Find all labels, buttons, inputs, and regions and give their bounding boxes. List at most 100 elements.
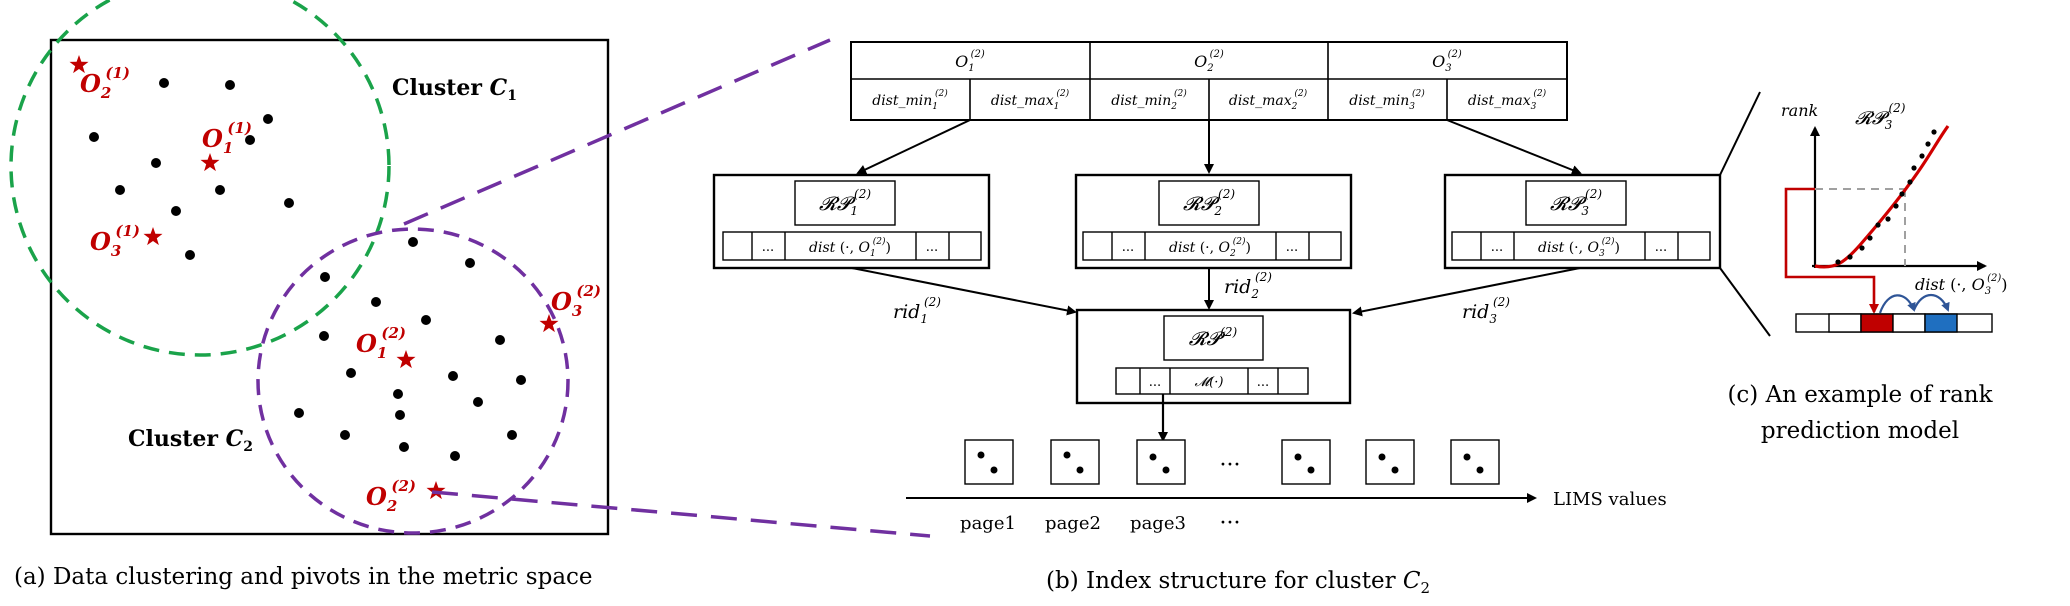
data-point [225,80,235,90]
page-box [1136,439,1186,485]
data-point [346,368,356,378]
rp-model-1-dots-right: ... [926,240,938,255]
table-to-model-arrows [856,119,1582,175]
pivot-star-icon [143,227,163,246]
rid-label-1: rid1(2) [893,295,941,326]
rp-model-1-dots-left: ... [762,240,774,255]
pivot-table: O1(2) O2(2) O3(2) dist_min1(2) dist_max1… [850,41,1568,121]
data-point [320,272,330,282]
data-point [465,258,475,268]
data-point [395,410,405,420]
caption-a: (a) Data clustering and pivots in the me… [14,564,593,590]
pivot-header-3: O3(2) [1432,49,1462,74]
pivot-star-icon [200,153,220,172]
pivot-label-o1-2: O1(2) [356,324,406,362]
rp-model-1-title: 𝓡𝓟1(2) [819,187,871,218]
data-point [399,442,409,452]
caption-b: (b) Index structure for cluster C2 [1046,568,1430,597]
page-label-3: page3 [1130,513,1186,534]
pivot-label-o1-1: O1(1) [202,119,252,157]
data-points [89,78,526,461]
data-point [516,375,526,385]
page-ellipsis: ··· [1220,453,1241,478]
rp-model-top: 𝓡𝓟(2) ... ... 𝓜(·) [1075,308,1352,405]
rp-model-2: 𝓡𝓟2(2) ... ... dist (·, O2(2)) [1074,173,1353,270]
rp-model-2-dots-right: ... [1286,240,1298,255]
data-point [450,451,460,461]
zoom-bracket-top [1719,91,1761,176]
pivot-header-2: O2(2) [1194,49,1224,74]
rp-model-3: 𝓡𝓟3(2) ... ... dist (·, O3(2)) [1443,173,1722,270]
dist-axis-label: dist (·, O3(2)) [1915,273,2008,297]
pivot-label-o2-2: O2(2) [366,477,416,515]
data-point [159,78,169,88]
model-to-top-arrows [851,267,1581,317]
data-point [473,397,483,407]
lims-axis-label: LIMS values [1553,489,1667,510]
data-point [171,206,181,216]
data-point [371,297,381,307]
rank-curve [1814,125,1950,269]
data-point [151,158,161,168]
dist-min-2-cell: dist_min2(2) [1111,88,1187,112]
rp-model-1-dist-cell: dist (·, O1(2)) [809,236,891,259]
data-point [340,430,350,440]
zoom-bracket-bottom [1719,267,1771,337]
caption-c-line2: prediction model [1761,418,1959,444]
rp-model-3-dots-left: ... [1491,240,1503,255]
rid-label-2: rid2(2) [1224,270,1272,301]
dist-min-3-cell: dist_min3(2) [1349,88,1425,112]
pivot-header-1: O1(2) [955,49,985,74]
page-box [1365,439,1415,485]
scatter-points [1835,129,1937,265]
data-point [294,408,304,418]
rp3-model-label: 𝓡𝓟3(2) [1855,101,1906,132]
dist-max-1-cell: dist_max1(2) [991,88,1070,112]
pivot-label-o2-1: O2(1) [80,64,130,102]
page-label-ellipsis: ··· [1220,511,1241,536]
search-arrow-1 [1878,294,1916,314]
pivot-star-icon [426,481,446,500]
panel-b: O1(2) O2(2) O3(2) dist_min1(2) dist_max1… [712,41,1722,597]
pivot-star-icon [396,350,416,369]
caption-c-line1: (c) An example of rank [1727,382,1993,408]
dist-max-3-cell: dist_max3(2) [1468,88,1547,112]
rp-model-top-dots-left: ... [1149,375,1161,390]
rank-axis-label: rank [1781,101,1818,120]
dist-min-1-cell: dist_min1(2) [872,88,948,112]
data-point [421,315,431,325]
data-point [263,114,273,124]
dist-max-2-cell: dist_max2(2) [1229,88,1308,112]
cluster-2-label: Cluster C2 [128,426,253,455]
page-box [1050,439,1100,485]
data-point [393,389,403,399]
search-arrow-2 [1912,293,1950,312]
rp-model-3-dist-cell: dist (·, O3(2)) [1538,236,1620,259]
zoom-line-bottom [431,490,931,538]
data-point [215,185,225,195]
data-point [319,331,329,341]
page-box [1450,439,1500,485]
data-point [115,185,125,195]
rp-model-3-title: 𝓡𝓟3(2) [1550,187,1602,218]
page-label-2: page2 [1045,513,1101,534]
rp-model-2-dist-cell: dist (·, O2(2)) [1169,236,1251,259]
rank-array [1795,313,1993,333]
rp-model-2-title: 𝓡𝓟2(2) [1183,187,1235,218]
pivot-label-o3-2: O3(2) [551,282,601,320]
rp-model-1: 𝓡𝓟1(2) ... ... dist (·, O1(2)) [712,173,991,270]
panel-c: rank 𝓡𝓟3(2) dist (·, O3(2)) [1719,91,2008,444]
pivot-label-o3-1: O3(1) [90,222,140,260]
rp-model-top-title: 𝓡𝓟(2) [1189,325,1238,350]
data-point [284,198,294,208]
data-point [245,135,255,145]
pivot-star-icon [539,314,559,333]
data-point [185,250,195,260]
pivot-star-icon [69,55,89,74]
panel-a: O2(1) O1(1) O3(1) O1(2) O3(2) O2(2) Clus… [9,0,610,590]
metric-space-frame [49,38,610,536]
rp-model-3-dots-right: ... [1655,240,1667,255]
page-label-1: page1 [960,513,1016,534]
rid-label-3: rid3(2) [1462,295,1510,326]
